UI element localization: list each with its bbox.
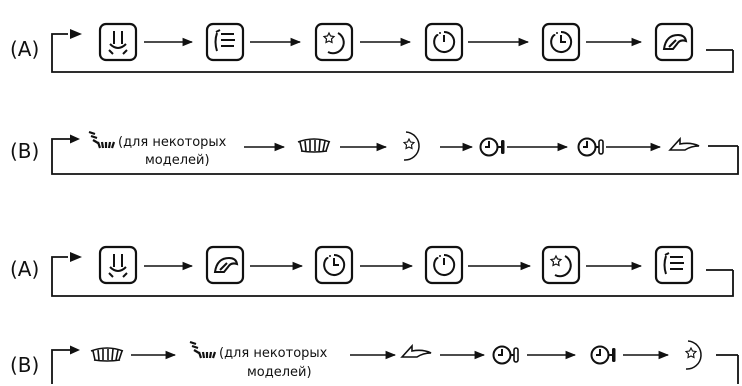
row-2-label: (B) — [10, 139, 39, 163]
row-3-label: (A) — [10, 257, 39, 281]
row-2-loop-arrowhead — [70, 134, 80, 144]
sleep-icon — [314, 22, 354, 62]
sleep-moon-icon — [684, 340, 702, 370]
sleep-icon — [541, 245, 581, 285]
row-3: (A) — [10, 245, 734, 297]
louver-icon — [297, 138, 331, 153]
turbo-icon — [654, 22, 694, 62]
sleep-moon-icon — [402, 131, 420, 161]
turbo-arrow-icon — [400, 343, 432, 358]
turbo-icon — [205, 245, 245, 285]
row-1: (A) — [10, 22, 734, 73]
row-3-loop-line — [51, 256, 734, 297]
row-1-loop-arrowhead — [70, 29, 82, 39]
row-4-note-line-2: моделей) — [247, 365, 312, 380]
swing-vertical-icon — [98, 245, 138, 285]
row-4-loop-line — [51, 349, 739, 384]
row-4-note-line-1: (для некоторых — [219, 346, 328, 361]
timer-off-icon — [492, 345, 519, 365]
row-4-loop-arrowhead — [70, 345, 80, 355]
row-2-note-line-2: моделей) — [145, 153, 210, 168]
timer-on-icon — [424, 22, 464, 62]
timer-off-icon — [577, 137, 604, 157]
swing-fan-icon — [189, 340, 217, 359]
row-3-loop-arrowhead — [70, 252, 82, 262]
row-4-label: (B) — [10, 353, 39, 377]
swing-vertical-icon — [98, 22, 138, 62]
row-4: (B) (для некоторых моделей) — [10, 340, 739, 384]
timer-on-icon — [479, 137, 505, 157]
timer-on-icon — [424, 245, 464, 285]
airflow-direction-icon — [654, 245, 694, 285]
timer-off-icon — [541, 22, 581, 62]
row-1-loop-line — [51, 33, 734, 73]
row-1-label: (A) — [10, 37, 39, 61]
swing-fan-icon — [88, 130, 116, 149]
row-2-loop-line — [51, 138, 739, 175]
timer-off-icon — [314, 245, 354, 285]
row-2-note-line-1: (для некоторых — [118, 135, 227, 150]
row-2: (B) (для некоторых моделей) — [10, 130, 739, 175]
turbo-arrow-icon — [668, 136, 700, 151]
airflow-direction-icon — [205, 22, 245, 62]
louver-icon — [90, 347, 124, 362]
timer-on-icon — [590, 345, 616, 365]
